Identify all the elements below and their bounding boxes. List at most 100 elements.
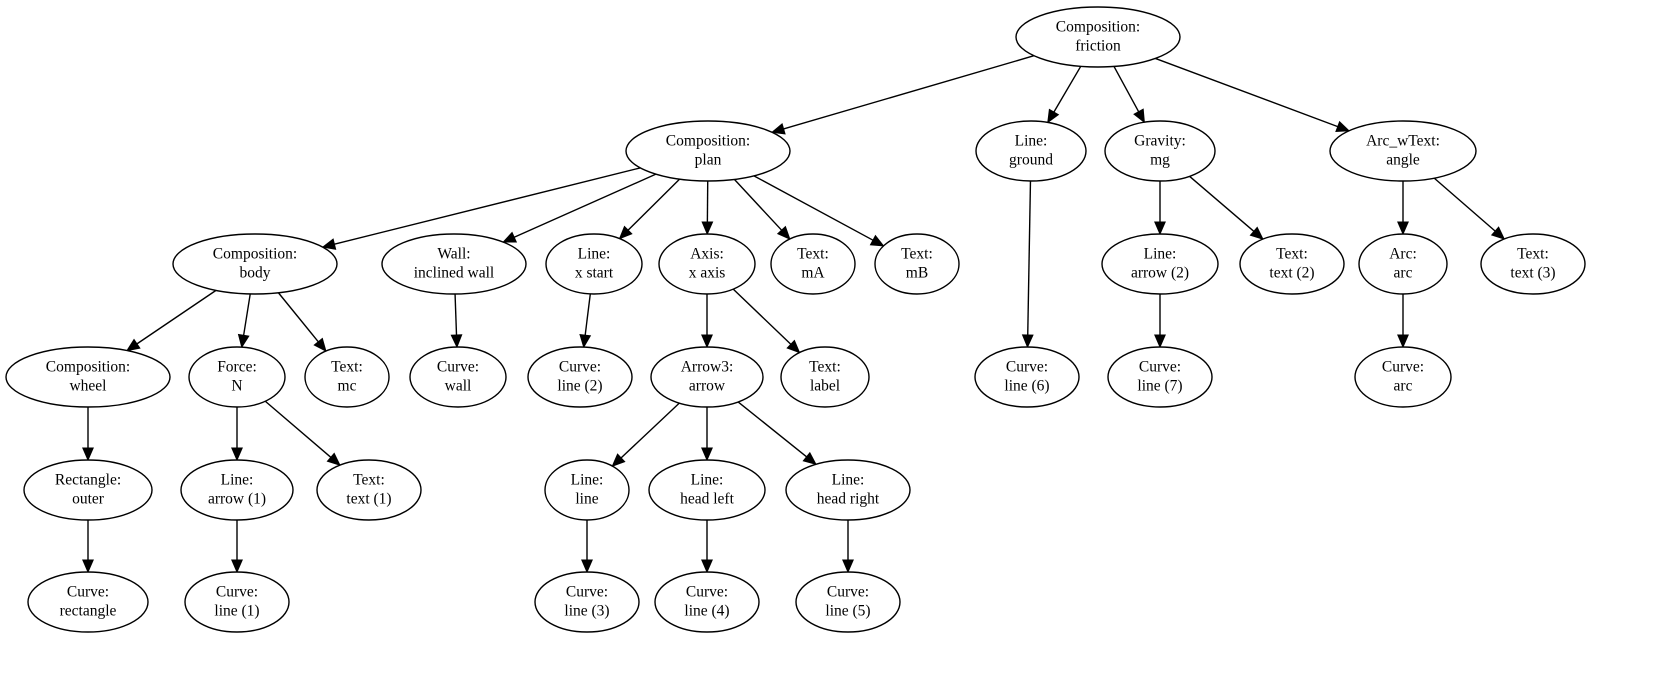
node-label-type-lineN: Line: (571, 472, 604, 489)
node-mA[interactable]: Text:mA (770, 233, 856, 295)
node-line7[interactable]: Curve:line (7) (1107, 346, 1213, 408)
arrowhead-icon (611, 453, 626, 467)
edge-body-to-mc (277, 292, 319, 343)
node-shape-ground[interactable] (975, 120, 1087, 182)
node-label-name-forceN: N (231, 378, 242, 395)
node-shape-wall[interactable] (409, 346, 507, 408)
node-shape-line5[interactable] (795, 571, 901, 633)
node-label-type-line1: Curve: (216, 584, 258, 601)
node-xstart[interactable]: Line:x start (545, 233, 643, 295)
node-shape-inclined[interactable] (381, 233, 527, 295)
node-arrow2[interactable]: Line:arrow (2) (1101, 233, 1219, 295)
node-label-name-mc: mc (338, 378, 357, 395)
node-shape-arrow1[interactable] (180, 459, 294, 521)
node-body[interactable]: Composition:body (172, 233, 338, 295)
node-wall[interactable]: Curve:wall (409, 346, 507, 408)
node-line1[interactable]: Curve:line (1) (184, 571, 290, 633)
edge-friction-to-angle (1155, 57, 1339, 128)
node-label-type-headleft: Line: (691, 472, 724, 489)
node-line6[interactable]: Curve:line (6) (974, 346, 1080, 408)
node-label-type-text2: Text: (1276, 246, 1308, 263)
node-shape-xaxis[interactable] (658, 233, 756, 295)
node-line4[interactable]: Curve:line (4) (654, 571, 760, 633)
node-rectangle[interactable]: Curve:rectangle (27, 571, 149, 633)
node-label-type-body: Composition: (213, 246, 297, 263)
node-shape-xstart[interactable] (545, 233, 643, 295)
node-shape-outer[interactable] (23, 459, 153, 521)
node-shape-body[interactable] (172, 233, 338, 295)
node-label-name-text2: text (2) (1269, 265, 1314, 282)
node-arc[interactable]: Arc:arc (1358, 233, 1448, 295)
node-shape-line7[interactable] (1107, 346, 1213, 408)
edge-body-to-wheel (136, 289, 217, 345)
node-shape-line1[interactable] (184, 571, 290, 633)
node-headright[interactable]: Line:head right (785, 459, 911, 521)
node-shape-label[interactable] (780, 346, 870, 408)
node-shape-gravity[interactable] (1104, 120, 1216, 182)
node-shape-rectangle[interactable] (27, 571, 149, 633)
node-arcCurve[interactable]: Curve: arc (1354, 346, 1452, 408)
node-shape-text3[interactable] (1480, 233, 1586, 295)
node-shape-angle[interactable] (1329, 120, 1477, 182)
arrowhead-icon (1490, 226, 1506, 240)
node-shape-arrow2[interactable] (1101, 233, 1219, 295)
node-line5[interactable]: Curve:line (5) (795, 571, 901, 633)
node-plan[interactable]: Composition:plan (625, 120, 791, 182)
node-shape-line4[interactable] (654, 571, 760, 633)
node-arrow3[interactable]: Arrow3:arrow (650, 346, 764, 408)
node-inclined[interactable]: Wall:inclined wall (381, 233, 527, 295)
node-label-type-friction: Composition: (1056, 19, 1140, 36)
node-shape-text2[interactable] (1239, 233, 1345, 295)
node-shape-arcCurve[interactable] (1354, 346, 1452, 408)
node-arrow1[interactable]: Line:arrow (1) (180, 459, 294, 521)
node-shape-arrow3[interactable] (650, 346, 764, 408)
node-gravity[interactable]: Gravity:mg (1104, 120, 1216, 182)
node-shape-friction[interactable] (1015, 6, 1181, 68)
node-shape-headleft[interactable] (648, 459, 766, 521)
node-shape-line3[interactable] (534, 571, 640, 633)
node-label-name-text1: text (1) (346, 491, 391, 508)
node-text3[interactable]: Text:text (3) (1480, 233, 1586, 295)
node-line2[interactable]: Curve:line (2) (527, 346, 633, 408)
node-shape-mc[interactable] (304, 346, 390, 408)
node-headleft[interactable]: Line:head left (648, 459, 766, 521)
node-mc[interactable]: Text:mc (304, 346, 390, 408)
node-line3[interactable]: Curve:line (3) (534, 571, 640, 633)
node-outer[interactable]: Rectangle:outer (23, 459, 153, 521)
node-shape-wheel[interactable] (5, 346, 171, 408)
node-shape-mB[interactable] (874, 233, 960, 295)
node-label-type-label: Text: (809, 359, 841, 376)
node-wheel[interactable]: Composition:wheel (5, 346, 171, 408)
node-shape-line2[interactable] (527, 346, 633, 408)
node-shape-plan[interactable] (625, 120, 791, 182)
arrowhead-icon (502, 231, 518, 243)
node-label-type-arcCurve: Curve: (1382, 359, 1424, 376)
node-label-name-wheel: wheel (69, 378, 106, 395)
node-shape-line6[interactable] (974, 346, 1080, 408)
node-shape-text1[interactable] (316, 459, 422, 521)
nodes-layer: Composition:frictionComposition:planLine… (5, 6, 1586, 633)
node-forceN[interactable]: Force:N (188, 346, 286, 408)
node-text2[interactable]: Text: text (2) (1239, 233, 1345, 295)
node-label-type-wall: Curve: (437, 359, 479, 376)
node-shape-arc[interactable] (1358, 233, 1448, 295)
edge-inclined-to-wall (454, 293, 458, 336)
node-xaxis[interactable]: Axis:x axis (658, 233, 756, 295)
arrowhead-icon (125, 338, 141, 352)
node-mB[interactable]: Text:mB (874, 233, 960, 295)
node-angle[interactable]: Arc_wText:angle (1329, 120, 1477, 182)
node-shape-mA[interactable] (770, 233, 856, 295)
node-label-name-arcCurve: arc (1394, 378, 1413, 395)
arrowhead-icon (770, 123, 786, 135)
arrowhead-icon (869, 234, 885, 247)
arrowhead-icon (450, 334, 463, 349)
node-lineN[interactable]: Line:line (544, 459, 630, 521)
node-shape-headright[interactable] (785, 459, 911, 521)
node-shape-forceN[interactable] (188, 346, 286, 408)
node-shape-lineN[interactable] (544, 459, 630, 521)
node-ground[interactable]: Line:ground (975, 120, 1087, 182)
node-text1[interactable]: Text:text (1) (316, 459, 422, 521)
node-label[interactable]: Text:label (780, 346, 870, 408)
node-friction[interactable]: Composition:friction (1015, 6, 1181, 68)
arrowhead-icon (237, 333, 250, 349)
